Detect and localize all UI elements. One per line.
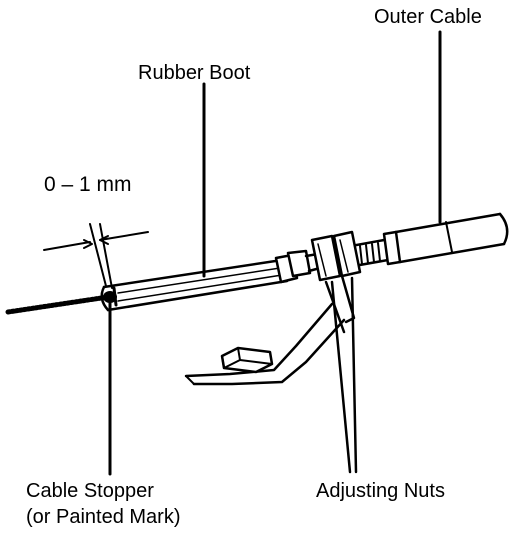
rubber-boot xyxy=(100,258,289,312)
label-rubber-boot: Rubber Boot xyxy=(138,62,251,84)
label-outer-cable: Outer Cable xyxy=(374,6,482,28)
label-cable-stopper: Cable Stopper xyxy=(26,480,154,502)
inner-cable-wire xyxy=(5,294,111,315)
leader-adjusting-nut-left xyxy=(330,280,352,474)
label-cable-stopper-note: (or Painted Mark) xyxy=(26,506,181,528)
gap-dimension xyxy=(43,223,149,289)
bracket-bolt xyxy=(220,346,274,374)
leader-adjusting-nut-right xyxy=(350,276,358,474)
outer-cable-sheath xyxy=(382,212,509,266)
adjusting-nut-right xyxy=(332,230,362,278)
label-adjusting-nuts: Adjusting Nuts xyxy=(316,480,445,502)
adjusting-nut-left xyxy=(310,234,342,282)
label-gap-dimension: 0 – 1 mm xyxy=(44,173,132,196)
boot-end-fitting xyxy=(274,249,322,284)
